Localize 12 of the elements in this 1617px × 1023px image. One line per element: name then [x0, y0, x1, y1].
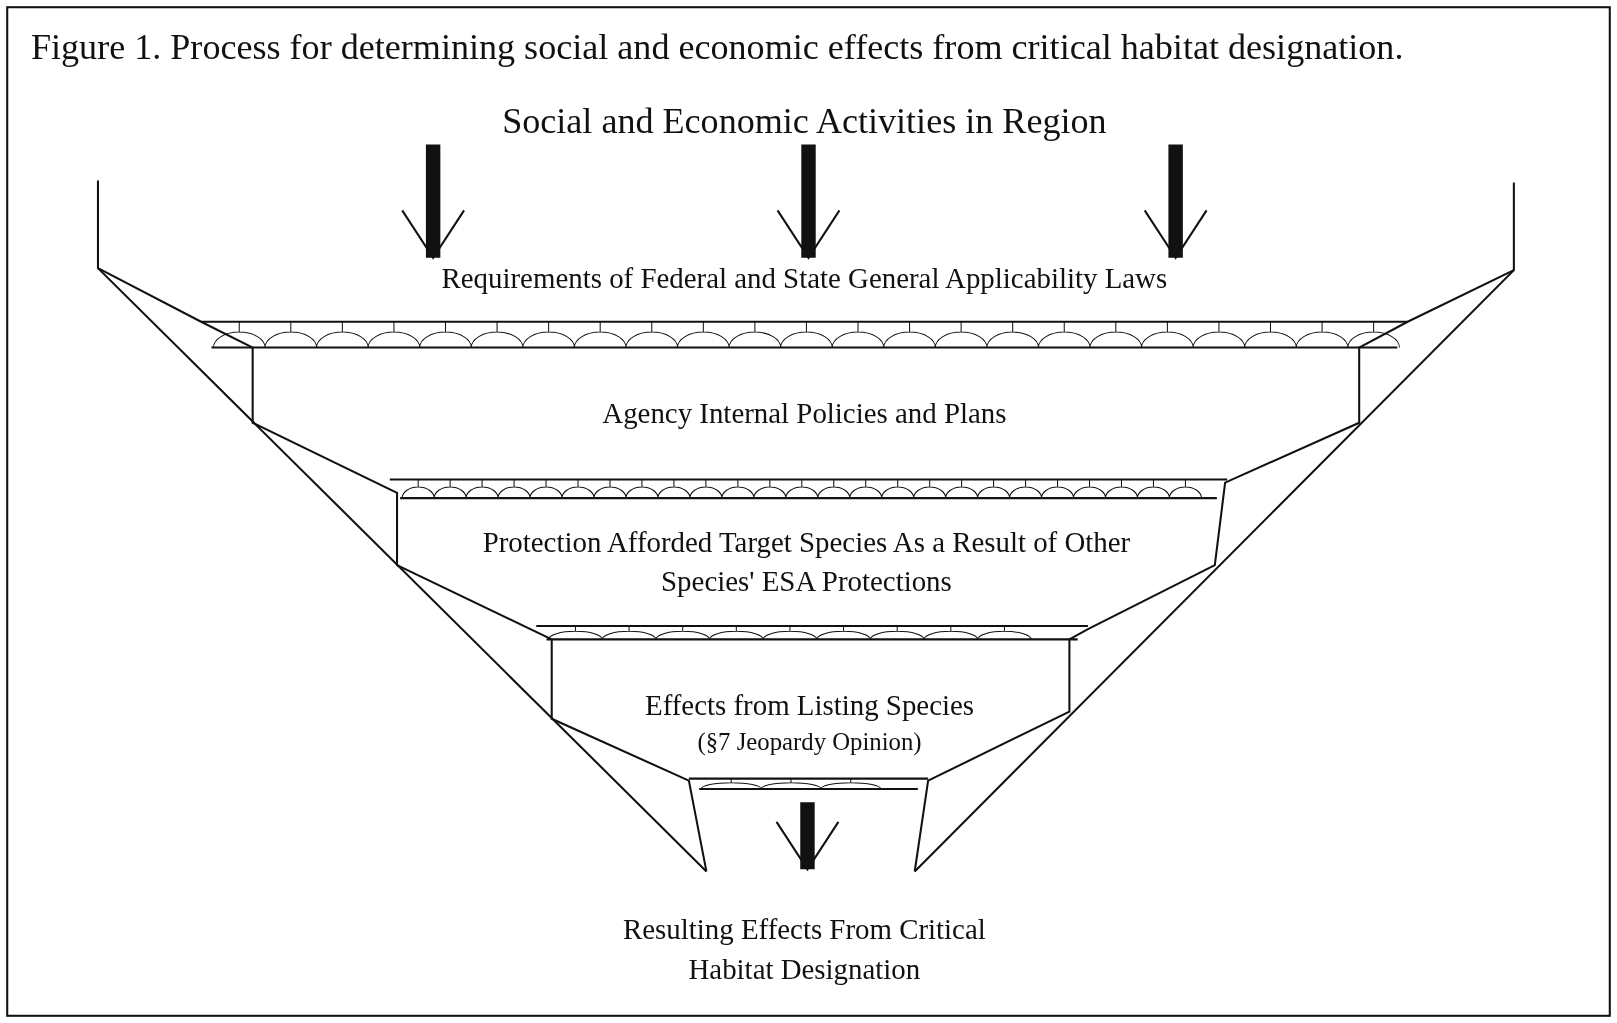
arrow	[776, 144, 841, 259]
stage-label: Social and Economic Activities in Region	[501, 102, 1108, 142]
arrow	[775, 802, 840, 871]
stage-note: (§7 Jeopardy Opinion)	[697, 727, 922, 758]
stage-label: Effects from Listing Species	[645, 687, 975, 723]
stage-label: Resulting Effects From Critical Habitat Designation	[622, 912, 987, 987]
figure-title: Figure 1. Process for determining social and economic effects from critical habitat designation.	[30, 26, 1404, 69]
arrow	[1143, 144, 1208, 259]
stage-label: Protection Afforded Target Species As a Result of Other Species' ESA Protections	[481, 524, 1132, 600]
stage-label: Agency Internal Policies and Plans	[602, 396, 1007, 431]
arrow	[401, 144, 466, 259]
stage-label: Requirements of Federal and State General Applicability Laws	[441, 260, 1168, 296]
